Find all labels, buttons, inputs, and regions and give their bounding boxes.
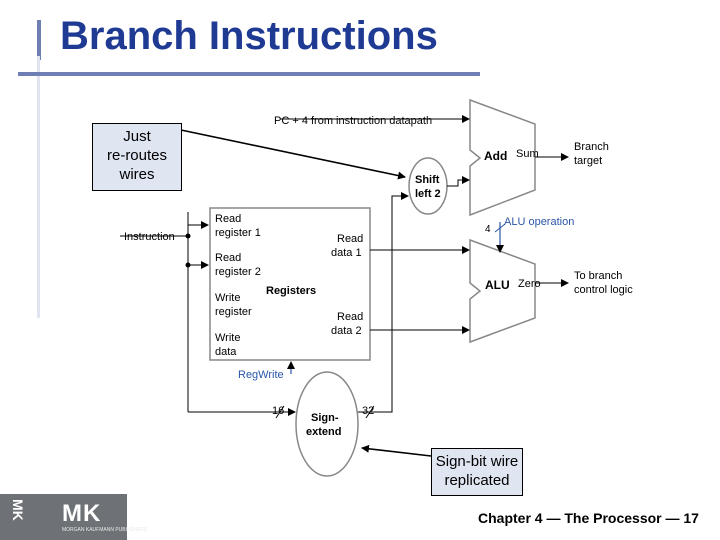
read-register-1-line2: register 1 bbox=[215, 227, 261, 239]
side-accent-bar bbox=[37, 56, 40, 318]
junction-dot-1 bbox=[185, 233, 191, 239]
branch-control-line1: To branch bbox=[574, 270, 622, 282]
title-accent-bar-horizontal bbox=[18, 72, 480, 76]
alu-unit bbox=[469, 238, 536, 344]
read-data-2-line2: data 2 bbox=[331, 325, 362, 337]
write-data-line1: Write bbox=[215, 332, 240, 344]
callout-sign-bit-line2: replicated bbox=[444, 472, 510, 489]
adder-unit bbox=[469, 98, 536, 217]
bits-in-label: 16 bbox=[272, 405, 284, 417]
wire-shift-to-adder bbox=[447, 176, 470, 187]
publisher-side-mark: MK bbox=[10, 499, 26, 521]
read-register-2-line2: register 2 bbox=[215, 266, 261, 278]
callout-rewire-line2: re-routes bbox=[106, 147, 168, 164]
write-data-line2: data bbox=[215, 346, 237, 358]
sum-label: Sum bbox=[516, 148, 539, 160]
zero-label: Zero bbox=[518, 278, 541, 290]
bus-tick-32 bbox=[365, 405, 375, 419]
callout-arrow-wires bbox=[180, 129, 406, 180]
write-register-line2: register bbox=[215, 306, 252, 318]
wire-sign-extend-out bbox=[358, 192, 409, 413]
shift-left-line2: left 2 bbox=[415, 188, 441, 200]
publisher-logo bbox=[0, 494, 127, 540]
junction-dot-2 bbox=[185, 262, 191, 268]
branch-target-line1: Branch bbox=[574, 141, 609, 153]
add-label: Add bbox=[484, 149, 507, 163]
instruction-label: Instruction bbox=[124, 231, 175, 243]
bits-out-label: 32 bbox=[362, 405, 374, 417]
branch-control-line2: control logic bbox=[574, 284, 633, 296]
callout-sign-bit-note: Sign-bit wire replicated bbox=[431, 448, 523, 496]
slide-footer: Chapter 4 — The Processor — 17 bbox=[478, 510, 699, 526]
alu-operation-label: ALU operation bbox=[504, 216, 574, 228]
register-file bbox=[209, 207, 371, 361]
bus-tick-16 bbox=[275, 405, 285, 419]
control-alu-bus-tick bbox=[494, 223, 506, 233]
branch-target-line2: target bbox=[574, 155, 602, 167]
sign-extend-line2: extend bbox=[306, 426, 341, 438]
write-register-line1: Write bbox=[215, 292, 240, 304]
callout-arrow-sign-bit bbox=[361, 444, 432, 457]
read-data-1-line1: Read bbox=[337, 233, 363, 245]
slide-title: Branch Instructions bbox=[60, 14, 438, 58]
title-accent-bar-vertical bbox=[37, 20, 41, 60]
alu-op-bits-label: 4 bbox=[485, 224, 491, 235]
callout-rewire-note: Just re-routes wires bbox=[92, 123, 182, 191]
registers-label: Registers bbox=[266, 285, 316, 297]
pc4-label: PC + 4 from instruction datapath bbox=[274, 115, 432, 127]
callout-rewire-line1: Just bbox=[123, 128, 151, 145]
sign-extend-unit bbox=[295, 371, 359, 477]
shift-left-line1: Shift bbox=[415, 174, 440, 186]
callout-sign-bit-line1: Sign-bit wire bbox=[435, 453, 519, 470]
publisher-logo-text: MORGAN KAUFMANN PUBLISHERS bbox=[62, 527, 148, 533]
publisher-logo-mark: MK bbox=[62, 500, 102, 527]
sign-extend-line1: Sign- bbox=[311, 412, 339, 424]
read-data-2-line1: Read bbox=[337, 311, 363, 323]
read-data-1-line2: data 1 bbox=[331, 247, 362, 259]
read-register-1-line1: Read bbox=[215, 213, 241, 225]
callout-rewire-line3: wires bbox=[119, 166, 155, 183]
alu-label: ALU bbox=[485, 278, 510, 292]
read-register-2-line1: Read bbox=[215, 252, 241, 264]
regwrite-label: RegWrite bbox=[238, 369, 284, 381]
shift-left-2-unit bbox=[408, 157, 448, 215]
